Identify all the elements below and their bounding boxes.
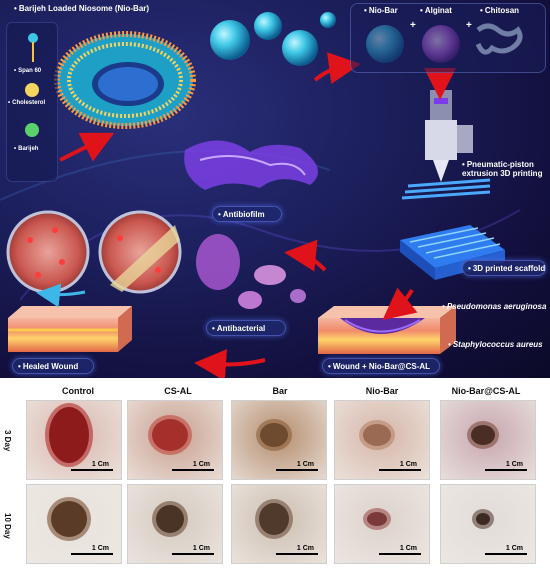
- wound-label: •Wound + Nio-Bar@CS-AL: [328, 362, 431, 371]
- schematic-panel: •Barijeh Loaded Niosome (Nio-Bar) •Span …: [0, 0, 550, 378]
- wound-photo: 1 Cm: [334, 400, 430, 480]
- wound-photo: 1 Cm: [440, 400, 536, 480]
- col-control: Control: [62, 386, 94, 396]
- scale-bar: [276, 553, 318, 555]
- scale-bar: [172, 553, 214, 555]
- wound-icon: [148, 415, 192, 455]
- wound-icon: [467, 421, 499, 449]
- wound-photo: 1 Cm: [127, 400, 223, 480]
- wound-icon: [45, 403, 93, 467]
- scale-label: 1 Cm: [91, 461, 109, 468]
- scale-label: 1 Cm: [296, 545, 314, 552]
- wound-photo: 1 Cm: [334, 484, 430, 564]
- antibacterial-pill: [206, 320, 286, 336]
- wound-icon: [255, 499, 293, 539]
- wound-photo: 1 Cm: [26, 484, 122, 564]
- legend-cholesterol: •Cholesterol: [8, 100, 46, 106]
- col-niobar-csal: Nio-Bar@CS-AL: [451, 386, 521, 396]
- legend-box: [6, 22, 58, 182]
- healed-tissue-illustration: [8, 306, 132, 352]
- scale-bar: [71, 469, 113, 471]
- scale-label: 1 Cm: [505, 461, 523, 468]
- wound-photo: 1 Cm: [231, 400, 327, 480]
- wound-icon: [472, 509, 494, 529]
- components-box: [350, 3, 546, 73]
- component-chitosan: •Chitosan: [480, 6, 520, 15]
- antibacterial-label: •Antibacterial: [212, 324, 266, 333]
- scale-label: 1 Cm: [399, 461, 417, 468]
- col-csal: CS-AL: [164, 386, 192, 396]
- scale-bar: [172, 469, 214, 471]
- wound-pill: [322, 358, 440, 374]
- antibiofilm-pill: [212, 206, 282, 222]
- wound-photo: 1 Cm: [231, 484, 327, 564]
- schematic-art: [0, 12, 523, 378]
- row-day3: 3 Day: [3, 430, 12, 452]
- col-bar: Bar: [272, 386, 288, 396]
- scale-bar: [379, 469, 421, 471]
- scale-bar: [276, 469, 318, 471]
- scale-bar: [71, 553, 113, 555]
- wound-icon: [363, 508, 391, 530]
- pseudomonas-label: •Pseudomonas aeruginosa: [442, 302, 547, 311]
- scale-label: 1 Cm: [91, 545, 109, 552]
- wound-photo: 1 Cm: [440, 484, 536, 564]
- cholesterol-icon: [25, 83, 39, 97]
- wound-icon: [152, 501, 188, 537]
- wound-photo: 1 Cm: [127, 484, 223, 564]
- component-alginat: •Alginat: [420, 6, 452, 15]
- plus-sign-2: +: [466, 20, 472, 31]
- scale-bar: [379, 553, 421, 555]
- scale-label: 1 Cm: [192, 461, 210, 468]
- healed-label: •Healed Wound: [18, 362, 79, 371]
- component-niobar: •Nio-Bar: [364, 6, 398, 15]
- span60-icon: [28, 33, 38, 62]
- wound-tissue-illustration: [318, 306, 456, 354]
- scale-label: 1 Cm: [192, 545, 210, 552]
- scale-bar: [485, 553, 527, 555]
- col-niobar: Nio-Bar: [365, 386, 399, 396]
- wound-photo: 1 Cm: [26, 400, 122, 480]
- printer-illustration: [401, 90, 491, 200]
- scale-label: 1 Cm: [505, 545, 523, 552]
- plus-sign-1: +: [410, 20, 416, 31]
- wound-icon: [256, 419, 292, 451]
- row-day10: 10 Day: [3, 513, 12, 539]
- healed-pill: [12, 358, 94, 374]
- scale-label: 1 Cm: [399, 545, 417, 552]
- legend-barijeh: •Barijeh: [14, 146, 39, 152]
- barijeh-icon: [25, 123, 39, 137]
- scale-bar: [485, 469, 527, 471]
- niosome-illustration: [54, 31, 196, 129]
- wound-icon: [47, 497, 91, 541]
- antibiofilm-label: •Antibiofilm: [218, 210, 265, 219]
- scale-label: 1 Cm: [296, 461, 314, 468]
- legend-span60: •Span 60: [14, 68, 42, 74]
- scaffold-pill: [462, 260, 546, 276]
- scaffold-label: •3D printed scaffold: [468, 264, 546, 273]
- wound-icon: [359, 420, 395, 450]
- printing-label: •Pneumatic-piston extrusion 3D printing: [462, 160, 543, 179]
- staph-label: •Staphylococcus aureus: [448, 340, 543, 349]
- niosome-title: •Barijeh Loaded Niosome (Nio-Bar): [14, 4, 150, 13]
